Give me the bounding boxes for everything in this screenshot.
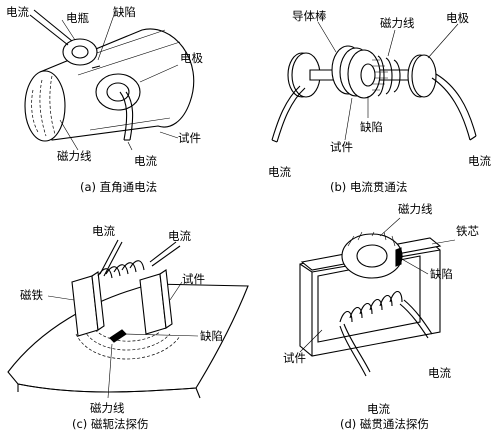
panel-d: 磁力线 铁芯 缺陷 试件 电流 电流 (d) 磁贯通法探伤: [283, 202, 479, 431]
panel-c-drawing: [7, 239, 249, 399]
label-electrode-bottle-a: 电瓶: [66, 11, 89, 25]
label-specimen-c: 试件: [182, 272, 205, 286]
label-current-a-bottom: 电流: [134, 154, 157, 168]
label-electrode-b: 电极: [446, 11, 469, 25]
caption-c: (c) 磁轭法探伤: [72, 417, 148, 431]
panel-c: 电流 电流 磁铁 试件 缺陷 磁力线 (c) 磁轭法探伤: [7, 224, 249, 431]
caption-a: (a) 直角通电法: [80, 180, 157, 194]
label-specimen-b: 试件: [330, 140, 353, 154]
label-specimen-a: 试件: [178, 131, 201, 145]
label-iron-core-d: 铁芯: [456, 224, 479, 238]
label-magnetic-line-c: 磁力线: [90, 401, 125, 415]
label-current-d-bottom: 电流: [367, 402, 390, 416]
panel-a: 电流 电瓶 缺陷 电极 试件 磁力线 电流 (a) 直角通电法: [6, 5, 203, 194]
label-yoke-c: 磁铁: [20, 288, 43, 302]
label-defect-a: 缺陷: [113, 5, 136, 19]
panel-d-drawing: [299, 217, 456, 377]
label-electrode-a: 电极: [180, 51, 203, 65]
label-magnetic-line-a: 磁力线: [57, 149, 92, 163]
label-current-c-1: 电流: [92, 224, 115, 238]
label-current-d-right: 电流: [428, 366, 451, 380]
label-current-c-2: 电流: [168, 229, 191, 243]
panel-b: 导体棒 磁力线 电极 缺陷 试件 电流 电流 (b) 电流贯通法: [268, 9, 491, 194]
label-current-a-top: 电流: [6, 5, 29, 19]
label-defect-c: 缺陷: [200, 329, 223, 343]
label-specimen-d: 试件: [283, 351, 306, 365]
label-magnetic-line-d: 磁力线: [398, 202, 433, 216]
caption-d: (d) 磁贯通法探伤: [340, 417, 429, 431]
label-current-b-left: 电流: [268, 165, 291, 179]
panel-b-drawing: [271, 21, 477, 143]
label-defect-d: 缺陷: [430, 267, 453, 281]
label-defect-b: 缺陷: [360, 120, 383, 134]
label-current-b-right: 电流: [468, 154, 491, 168]
label-magnetic-line-b: 磁力线: [380, 16, 415, 30]
label-conductor-rod-b: 导体棒: [292, 9, 327, 23]
panel-a-drawing: [24, 9, 195, 151]
caption-b: (b) 电流贯通法: [330, 180, 407, 194]
